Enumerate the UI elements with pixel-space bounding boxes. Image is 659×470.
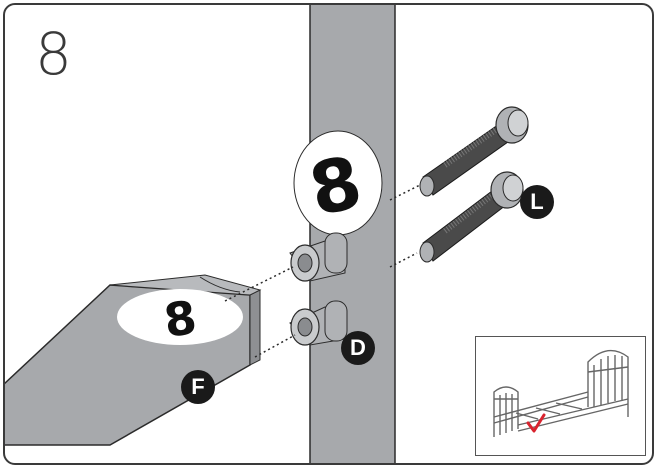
bolt-lower xyxy=(419,171,524,263)
alignment-lines xyxy=(224,184,421,358)
rail-label: 8 xyxy=(161,290,200,348)
assembly-illustration: 8 8 xyxy=(5,5,529,463)
bolt-upper xyxy=(419,106,529,197)
callout-rail: F xyxy=(181,370,215,404)
dowel-upper xyxy=(289,232,348,282)
bed-frame-inset xyxy=(475,336,646,456)
checkmark-icon xyxy=(526,413,546,433)
bed-post xyxy=(309,5,396,463)
side-rail: 8 xyxy=(5,274,262,446)
post-label-mark: 8 xyxy=(293,130,383,236)
step-number: 8 xyxy=(35,20,72,88)
bed-frame-diagram xyxy=(493,349,629,437)
assembly-step-panel: 8 8 8 xyxy=(3,3,654,465)
dowel-lower xyxy=(289,300,348,346)
callout-bolt: L xyxy=(520,185,554,219)
callout-dowel: D xyxy=(341,331,375,365)
